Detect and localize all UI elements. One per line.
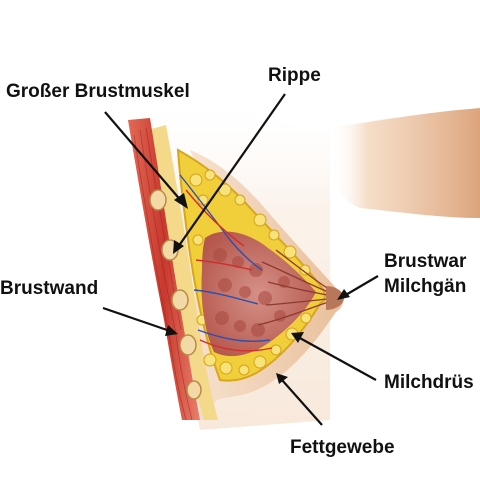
pointer-rippe — [177, 93, 286, 248]
arrowhead-fettgewebe — [276, 373, 288, 384]
gland-lobules — [213, 248, 290, 337]
nipple — [326, 286, 344, 310]
rib-3 — [171, 289, 189, 311]
label-brustwarze: Brustwar — [384, 251, 467, 272]
arrowhead-brustwarze — [337, 289, 350, 300]
fat-lobules — [189, 169, 312, 376]
label-fettgewebe: Fettgewebe — [290, 437, 395, 458]
pointer-grosser-brustmuskel — [104, 111, 184, 204]
ribs — [149, 189, 202, 400]
pointer-brustwand — [102, 306, 171, 333]
arrowhead-grosser-brustmuskel — [174, 193, 188, 209]
rib-5 — [186, 380, 202, 400]
blood-vessels — [179, 174, 273, 352]
arrowhead-rippe — [173, 240, 184, 254]
arm — [330, 108, 480, 218]
rib-4 — [179, 334, 197, 356]
pointer-fettgewebe — [281, 379, 323, 426]
pointer-milchdruesen — [297, 336, 377, 381]
pointer-lines — [102, 93, 379, 426]
label-milchdruesen: Milchdrüs — [384, 372, 474, 393]
label-milchgaenge: Milchgän — [384, 276, 467, 297]
glandular-tissue — [201, 231, 316, 357]
label-rippe: Rippe — [268, 65, 321, 86]
arrowhead-milchdruesen — [291, 332, 304, 343]
pointer-brustwarze — [343, 275, 379, 297]
rib-1 — [149, 189, 167, 211]
label-brustwand: Brustwand — [0, 278, 99, 299]
pointer-arrowheads — [165, 193, 350, 384]
label-grosser-brustmuskel: Großer Brustmuskel — [6, 81, 190, 102]
arrowhead-brustwand — [165, 325, 178, 336]
